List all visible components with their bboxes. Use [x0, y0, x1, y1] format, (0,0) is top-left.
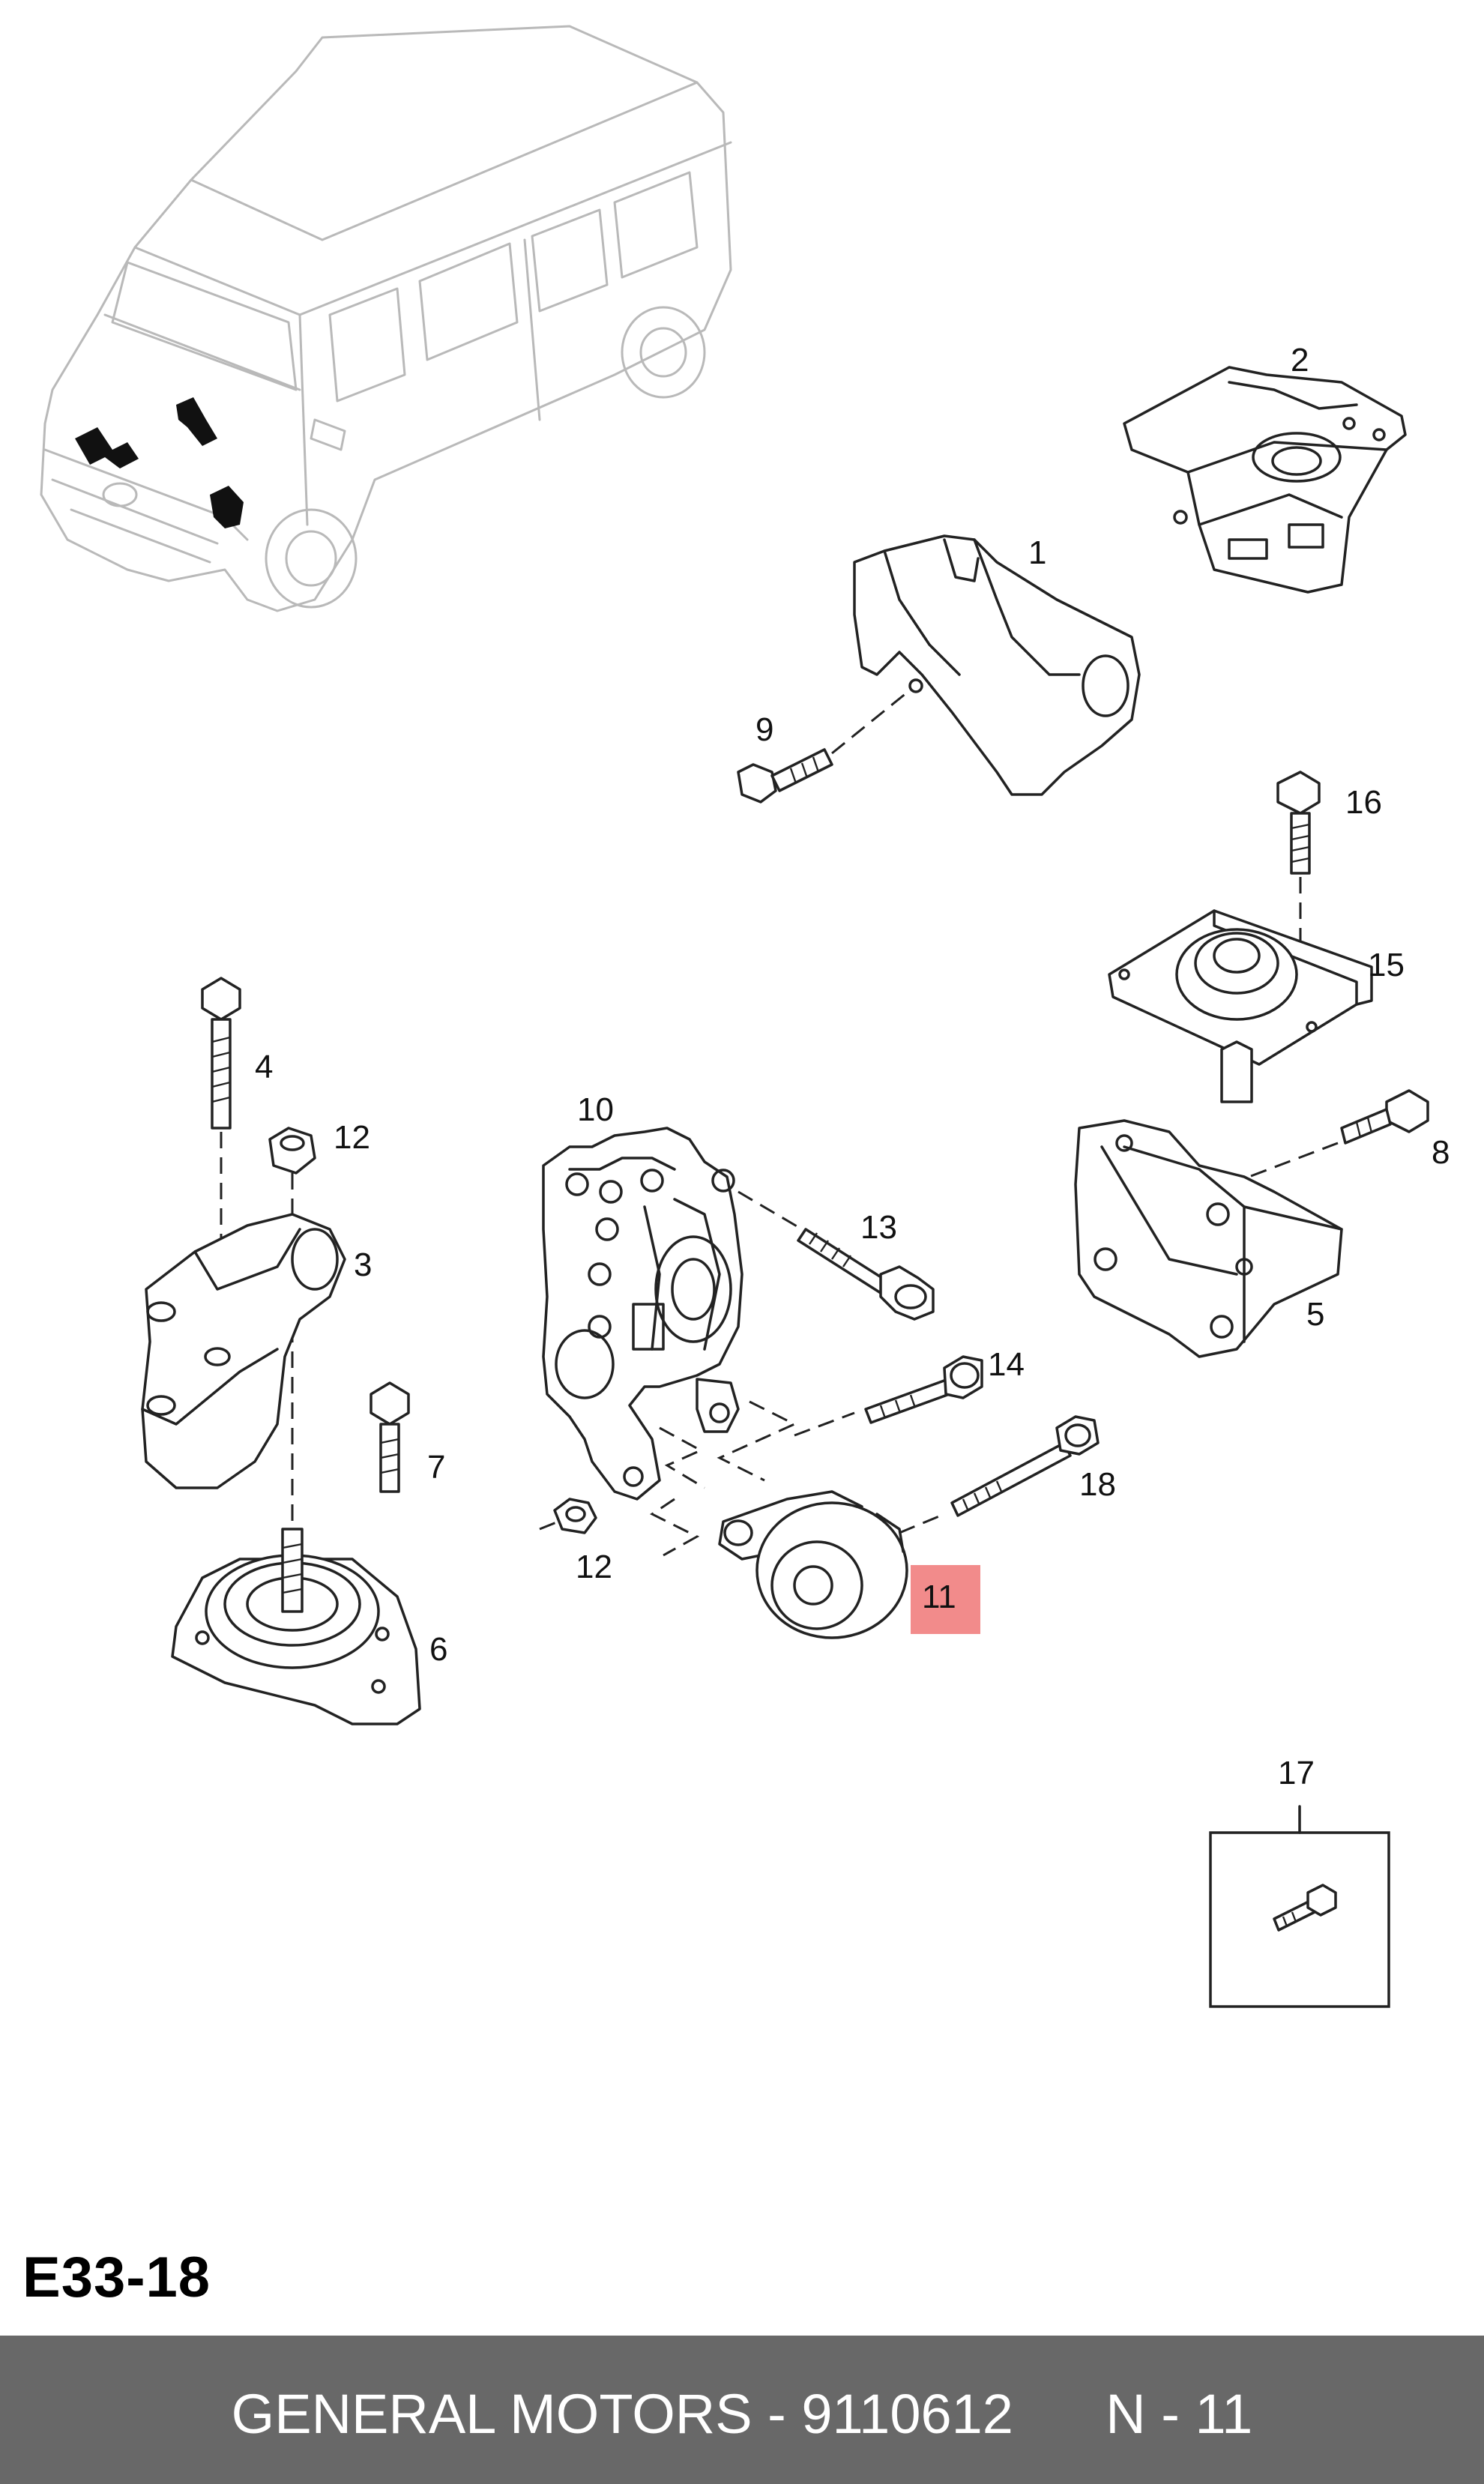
callout-4: 4 — [255, 1049, 273, 1085]
callout-18: 18 — [1079, 1466, 1116, 1503]
callout-7: 7 — [427, 1449, 445, 1486]
footer-part-number: GENERAL MOTORS - 9110612 N - 11 — [231, 2383, 1253, 2445]
callouts: 1 2 9 16 15 8 5 4 12 3 7 6 10 13 14 18 1… — [255, 342, 1450, 1791]
callout-8: 8 — [1432, 1134, 1450, 1171]
part-15-mount — [1108, 909, 1373, 1103]
part-11-mount — [718, 1490, 908, 1639]
part-10-bracket — [542, 1127, 743, 1501]
part-14-bolt — [864, 1355, 983, 1424]
highlight-box-11 — [911, 1565, 980, 1634]
part-5-bracket — [1074, 1119, 1343, 1358]
callout-6: 6 — [429, 1631, 447, 1668]
part-2-bracket — [1123, 366, 1407, 594]
callout-3: 3 — [354, 1246, 372, 1283]
callout-12-center: 12 — [576, 1549, 612, 1585]
callout-13: 13 — [860, 1209, 897, 1246]
callout-16: 16 — [1345, 784, 1382, 821]
callout-14: 14 — [988, 1346, 1025, 1383]
callout-5: 5 — [1306, 1296, 1324, 1333]
part-18-bolt — [950, 1415, 1100, 1517]
part-12-nut — [268, 1127, 316, 1175]
footer-bar: GENERAL MOTORS - 9110612 N - 11 — [0, 2336, 1484, 2484]
part-8-bolt — [1340, 1089, 1429, 1145]
part-1-bracket — [853, 534, 1141, 796]
part-17-inset — [1209, 1805, 1390, 2008]
callout-11: 11 — [922, 1579, 956, 1615]
callout-9: 9 — [755, 711, 773, 748]
callout-15: 15 — [1368, 947, 1405, 983]
van-illustration — [40, 25, 732, 612]
callout-10: 10 — [577, 1091, 614, 1128]
part-4-bolt — [201, 977, 241, 1130]
part-16-bolt — [1276, 771, 1321, 875]
callout-12-left: 12 — [334, 1119, 370, 1156]
part-12-nut-center — [553, 1498, 597, 1534]
callout-17: 17 — [1278, 1755, 1315, 1791]
part-7-bolt — [370, 1381, 410, 1493]
callout-2: 2 — [1291, 342, 1309, 379]
part-9-bolt — [737, 748, 833, 804]
callout-1: 1 — [1028, 534, 1046, 571]
part-3-mount — [141, 1213, 346, 1489]
part-13-bolt — [797, 1228, 935, 1321]
diagram-code: E33-18 — [22, 2246, 211, 2309]
part-6-mount — [171, 1528, 421, 1725]
